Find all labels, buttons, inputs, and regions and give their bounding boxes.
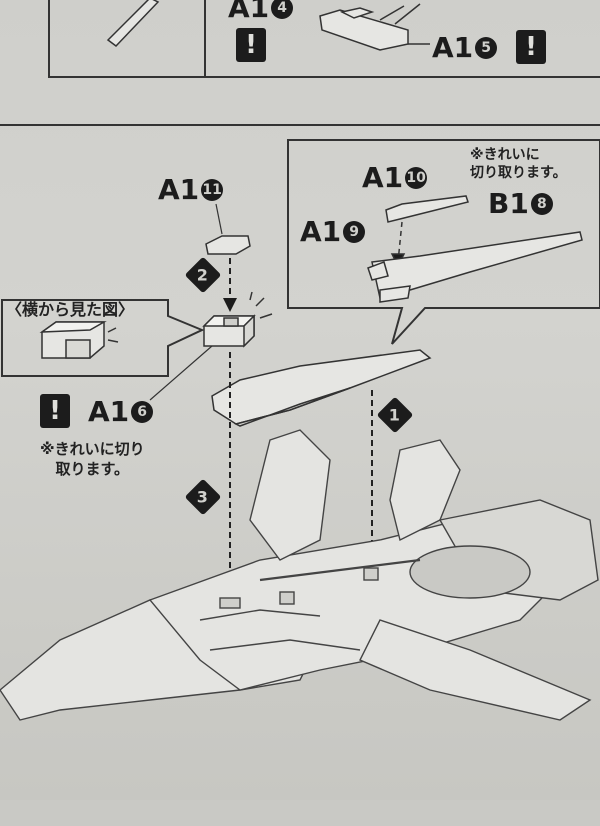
current-step-panel [0,124,600,826]
warning-icon-a16: ! [40,394,70,428]
warning-icon-a14: ! [236,28,266,62]
arrow-step-2-head [223,298,237,312]
part-a16 [149,291,273,401]
part-a16-note: ※きれいに切り 取ります。 [40,440,145,478]
callout-right-frame [287,139,600,345]
side-view-part [39,321,119,359]
top-part-a14 [106,0,160,47]
part-a111 [205,203,251,255]
panel-divider [204,0,206,76]
top-part-a15 [319,3,430,51]
callout-left-frame [1,299,205,377]
aircraft-fuselage [0,429,599,721]
assembly-illustration [0,0,600,721]
previous-step-panel [48,0,600,78]
warning-icon-a15: ! [516,30,546,64]
callout-right-note: ※きれいに 切り取ります。 [470,147,567,182]
callout-part-b18 [367,231,583,303]
intake-part [211,349,432,427]
side-view-title: 〈横から見た図〉 [6,300,135,319]
